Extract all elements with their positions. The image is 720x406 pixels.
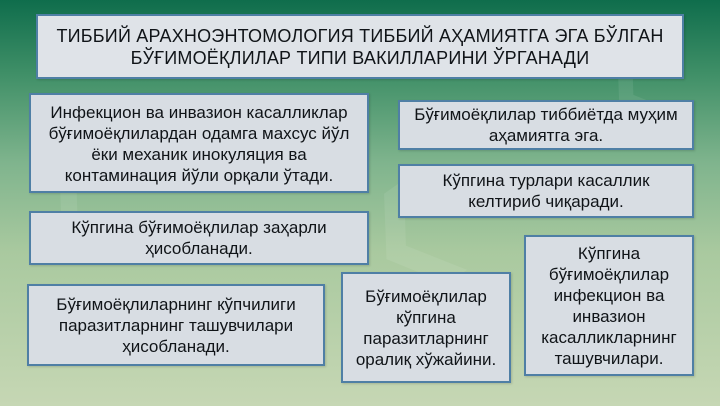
statement-disease-vectors: Кўпгина бўғимоёқлилар инфекцион ва инваз… bbox=[524, 235, 694, 376]
statement-medical-importance: Бўғимоёқлилар тиббиётда муҳим аҳамиятга … bbox=[398, 100, 694, 150]
statement-cause-disease: Кўпгина турлари касаллик келтириб чиқара… bbox=[398, 164, 694, 218]
statement-intermediate-host: Бўғимоёқлилар кўпгина паразитларнинг ора… bbox=[341, 272, 511, 383]
statement-parasite-carriers: Бўғимоёқлиларнинг кўпчилиги паразитларни… bbox=[27, 284, 325, 366]
statement-infection-transmission: Инфекцион ва инвазион касалликлар бўғимо… bbox=[29, 93, 369, 193]
slide-title: ТИББИЙ АРАХНОЭНТОМОЛОГИЯ ТИББИЙ АҲАМИЯТГ… bbox=[36, 14, 684, 79]
statement-poisonous: Кўпгина бўғимоёқлилар заҳарли ҳисобланад… bbox=[29, 211, 369, 265]
